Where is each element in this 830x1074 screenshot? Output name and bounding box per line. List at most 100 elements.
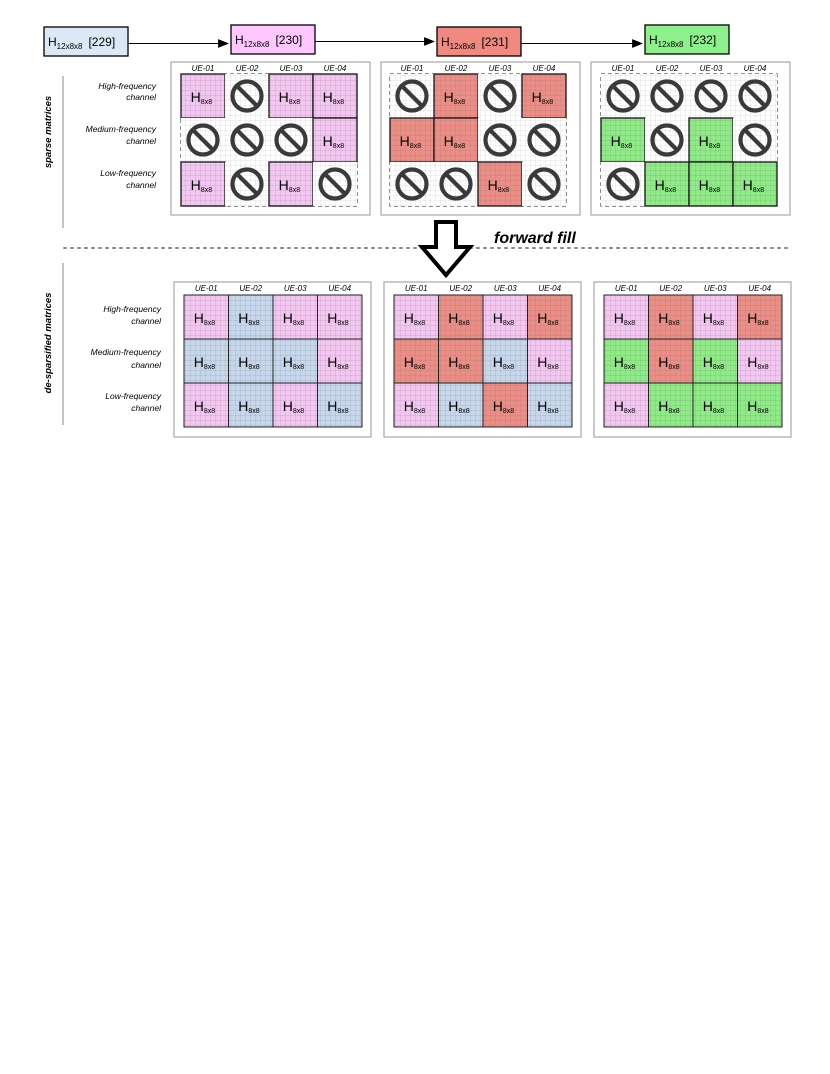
cell-grid	[689, 118, 733, 162]
cell-grid	[181, 162, 225, 206]
empty-cell	[601, 74, 645, 118]
cell-label: H8x8	[658, 398, 680, 415]
cell-h: H	[614, 310, 624, 326]
cell-label: H8x8	[493, 310, 515, 327]
cell-label: H8x8	[448, 398, 470, 415]
cell-grid	[273, 383, 318, 427]
empty-cell	[313, 162, 357, 206]
no-entry-slash	[655, 128, 679, 152]
matrix-cell: H8x8	[228, 294, 274, 340]
cell-grid	[394, 295, 439, 339]
cell-sub: 8x8	[293, 320, 304, 327]
cell-grid	[313, 74, 357, 118]
cell-sub: 8x8	[503, 408, 514, 415]
row-label-sparse: channel	[126, 92, 157, 102]
empty-cell	[733, 74, 777, 118]
cell-sub: 8x8	[757, 408, 768, 415]
cell-h: H	[703, 398, 713, 414]
empty-cell	[225, 118, 269, 162]
cell-sub: 8x8	[454, 143, 465, 150]
cell-sub: 8x8	[333, 99, 344, 106]
ue-header: UE-02	[449, 284, 472, 293]
cell-h: H	[537, 398, 547, 414]
cell-h: H	[283, 310, 293, 326]
cell-sub: 8x8	[757, 364, 768, 371]
cell-h: H	[194, 354, 204, 370]
matrix-cell: H8x8	[183, 338, 229, 384]
cell-label: H8x8	[488, 177, 510, 194]
cell-label: H8x8	[747, 398, 769, 415]
cell-label: H8x8	[323, 89, 345, 106]
cell-sub: 8x8	[458, 408, 469, 415]
matrix-cell: H8x8	[648, 294, 694, 340]
section-label-desparsified: de-sparsified matrices	[43, 293, 54, 394]
cell-label: H8x8	[194, 354, 216, 371]
cell-h: H	[493, 354, 503, 370]
empty-cell	[225, 74, 269, 118]
cell-grid	[269, 162, 313, 206]
cell-h: H	[323, 133, 333, 149]
cell-h: H	[327, 354, 337, 370]
matrix-cell: H8x8	[317, 382, 363, 428]
cell-grid	[483, 295, 528, 339]
cell-h: H	[658, 310, 668, 326]
matrix-cell: H8x8	[228, 338, 274, 384]
cell-h: H	[404, 310, 414, 326]
no-entry-icon	[395, 167, 429, 201]
no-entry-icon	[694, 79, 728, 113]
cell-label: H8x8	[327, 310, 349, 327]
ue-header: UE-04	[538, 284, 561, 293]
cell-sub: 8x8	[293, 364, 304, 371]
matrix-cell: H8x8	[183, 382, 229, 428]
cell-grid	[604, 339, 649, 383]
matrix-cell: H8x8	[268, 161, 314, 207]
cell-sub: 8x8	[709, 143, 720, 150]
ue-header: UE-01	[195, 284, 218, 293]
no-entry-icon	[483, 123, 517, 157]
no-entry-icon	[230, 123, 264, 157]
cell-h: H	[703, 354, 713, 370]
cell-sub: 8x8	[414, 364, 425, 371]
cell-grid	[184, 383, 229, 427]
no-entry-slash	[699, 84, 723, 108]
matrix-cell: H8x8	[737, 338, 783, 384]
cell-h: H	[191, 89, 201, 105]
matrix-cell: H8x8	[527, 294, 573, 340]
cell-h: H	[747, 310, 757, 326]
sequence-h: H	[235, 33, 244, 47]
cell-sub: 8x8	[547, 320, 558, 327]
cell-label: H8x8	[658, 310, 680, 327]
cell-sub: 8x8	[204, 364, 215, 371]
empty-cell	[522, 162, 566, 206]
cell-grid	[689, 162, 733, 206]
cell-label: H8x8	[238, 310, 260, 327]
cell-label: H8x8	[404, 398, 426, 415]
cell-sub: 8x8	[293, 408, 304, 415]
diagram: H12x8x8[229]H12x8x8[230]H12x8x8[231]H12x…	[43, 24, 793, 438]
cell-sub: 8x8	[621, 143, 632, 150]
matrix-cell: H8x8	[732, 161, 778, 207]
cell-sub: 8x8	[498, 187, 509, 194]
sequence-h: H	[48, 35, 57, 49]
cell-h: H	[747, 398, 757, 414]
cell-label: H8x8	[400, 133, 422, 150]
no-entry-slash	[611, 172, 635, 196]
empty-cell	[522, 118, 566, 162]
cell-sub: 8x8	[547, 408, 558, 415]
matrix-cell: H8x8	[272, 294, 318, 340]
matrix-cell: H8x8	[393, 294, 439, 340]
cell-h: H	[658, 398, 668, 414]
matrix-cell: H8x8	[648, 382, 694, 428]
empty-cell	[645, 74, 689, 118]
cell-label: H8x8	[493, 354, 515, 371]
cell-border	[317, 382, 363, 428]
sequence-box-label: H12x8x8[232]	[649, 33, 716, 49]
matrix-cell: H8x8	[393, 338, 439, 384]
cell-grid	[737, 383, 782, 427]
cell-label: H8x8	[238, 354, 260, 371]
ue-header: UE-04	[533, 64, 556, 73]
matrix-cell: H8x8	[692, 382, 738, 428]
cell-grid	[527, 383, 572, 427]
